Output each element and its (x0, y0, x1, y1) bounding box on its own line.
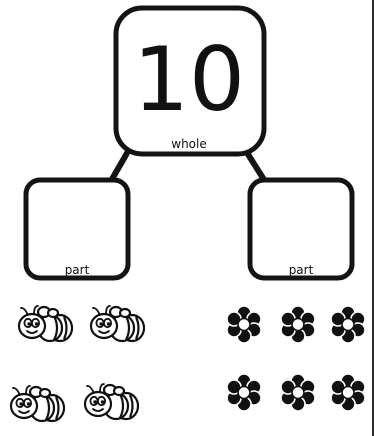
bee-icon (83, 382, 140, 421)
bee-icon (89, 304, 146, 343)
whole-label: whole (171, 137, 206, 151)
flower-icon (226, 305, 262, 344)
page-edge (372, 0, 374, 436)
part-box-right: part (247, 177, 355, 281)
bee-icon (9, 384, 66, 423)
whole-number: 10 (133, 28, 245, 131)
part-label-right: part (289, 263, 314, 277)
flower-icon (330, 305, 366, 344)
whole-box: 10 whole (113, 5, 267, 157)
flower-icon (330, 373, 366, 412)
part-box-left: part (23, 177, 131, 281)
flower-icon (226, 373, 262, 412)
flower-icon (280, 305, 316, 344)
flower-icon (280, 373, 316, 412)
bee-icon (17, 304, 74, 343)
part-label-left: part (65, 263, 90, 277)
